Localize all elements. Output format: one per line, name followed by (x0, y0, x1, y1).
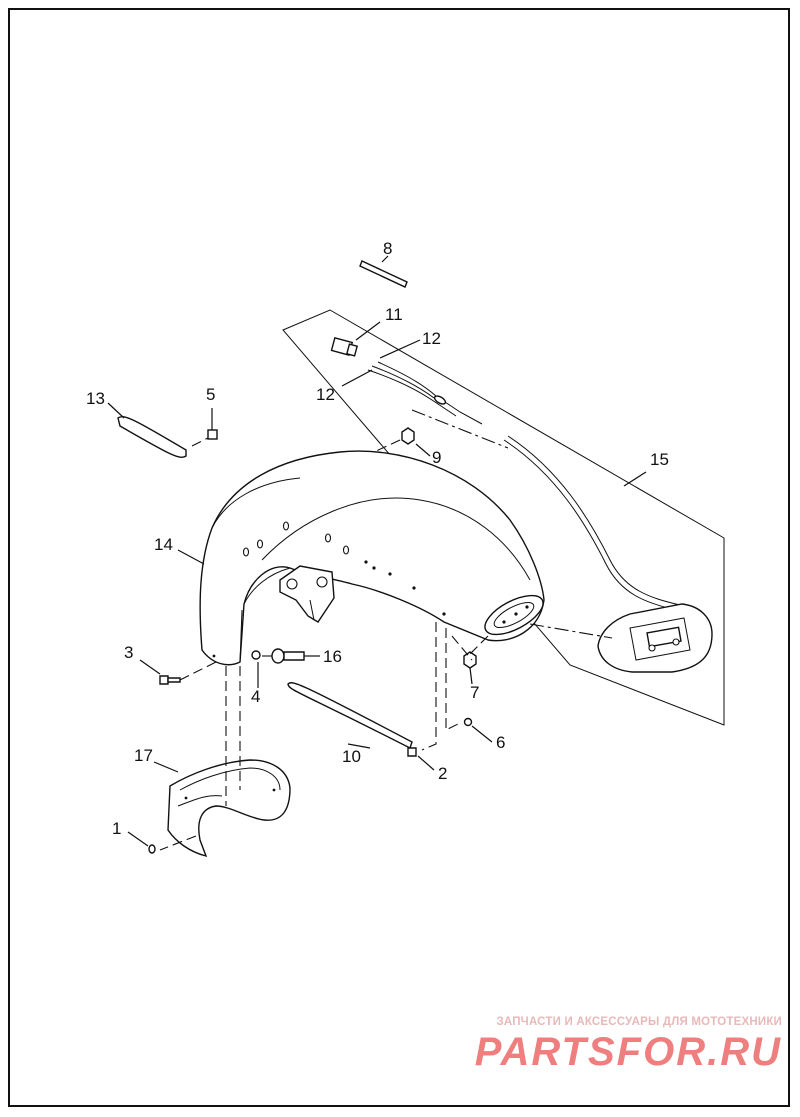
part-9-nut (373, 427, 415, 453)
part-6-washer (463, 717, 473, 727)
part-15-rear-fender (199, 450, 545, 666)
callout-11: 11 (385, 305, 403, 324)
callout-3: 3 (124, 643, 133, 662)
part-13-bolt (271, 648, 305, 664)
part-10-support-rod (287, 682, 413, 749)
watermark-logo: PARTSFOR.RU (474, 1030, 782, 1074)
part-17-bracket (167, 759, 291, 858)
callout-8: 8 (383, 239, 392, 258)
watermark-tagline: ЗАПЧАСТИ И АКСЕССУАРЫ ДЛЯ МОТОТЕХНИКИ (496, 1016, 782, 1028)
callout-12-a: 12 (422, 329, 441, 348)
part-4-washer (251, 650, 261, 660)
callout-12-b: 12 (316, 385, 335, 404)
part-7-nut (463, 651, 477, 669)
callout-6: 6 (496, 733, 505, 752)
leader-lines (107, 255, 647, 847)
part-2-screw (407, 747, 417, 757)
part-14-trim-strip (117, 416, 213, 458)
callout-15: 14 (154, 535, 173, 554)
part-12-wire-harness (367, 361, 509, 449)
callout-5: 5 (206, 385, 215, 404)
callout-13: 16 (323, 647, 342, 666)
part-5-clip (207, 429, 218, 440)
callout-14: 13 (86, 389, 105, 408)
watermark: ЗАПЧАСТИ И АКСЕССУАРЫ ДЛЯ МОТОТЕХНИКИ PA… (475, 1016, 782, 1075)
callout-2: 2 (438, 764, 447, 783)
callout-4: 4 (251, 687, 260, 706)
callout-7: 7 (470, 683, 479, 702)
callout-1: 1 (112, 819, 121, 838)
part-16-tail-lamp (503, 435, 713, 673)
callout-9: 9 (432, 448, 441, 467)
drawing-frame (8, 8, 790, 1107)
part-8-clip (359, 260, 408, 288)
callout-17: 17 (134, 746, 153, 765)
part-3-screw (159, 675, 181, 685)
assembly-lines (159, 622, 613, 851)
callout-16: 15 (650, 450, 669, 469)
part-11-connector (330, 337, 359, 357)
callout-10: 10 (342, 747, 361, 766)
callout-labels: 8 11 12 12 5 13 9 15 14 3 4 16 7 6 10 2 … (86, 239, 669, 838)
part-1-screw (148, 844, 156, 854)
